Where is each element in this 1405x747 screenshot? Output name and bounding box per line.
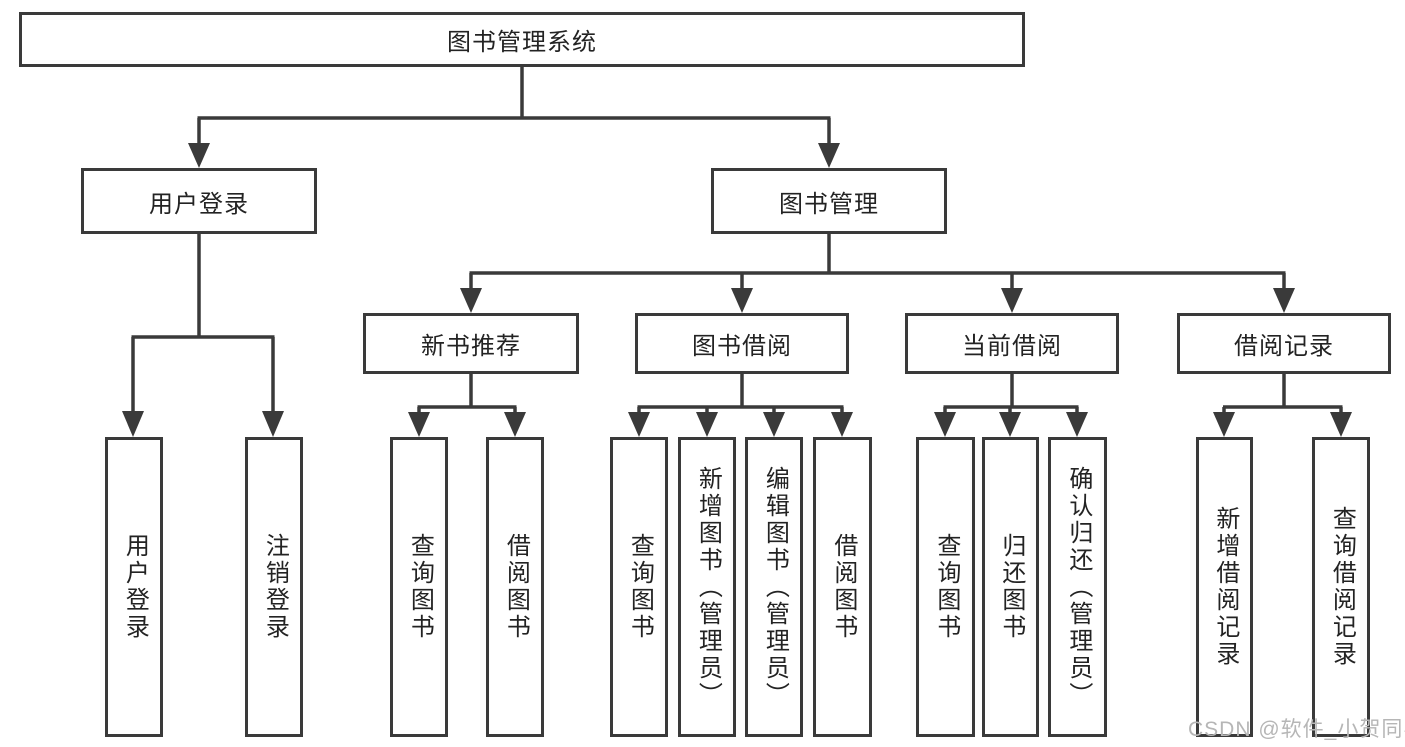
- leaf-borrow-books-recommend: 借阅图书: [486, 437, 544, 737]
- node-new-book-recommend: 新书推荐: [363, 313, 579, 374]
- leaf-query-books-current: 查询图书: [916, 437, 975, 737]
- leaf-user-login: 用户登录: [105, 437, 163, 737]
- leaf-logout: 注销登录: [245, 437, 303, 737]
- node-root-library-system: 图书管理系统: [19, 12, 1025, 67]
- leaf-query-borrow-record: 查询借阅记录: [1312, 437, 1370, 737]
- csdn-watermark: CSDN @软件_小贺同学: [1188, 718, 1405, 741]
- leaf-query-books-recommend: 查询图书: [390, 437, 448, 737]
- node-book-management: 图书管理: [711, 168, 947, 234]
- node-user-login: 用户登录: [81, 168, 317, 234]
- node-current-borrowing: 当前借阅: [905, 313, 1119, 374]
- leaf-edit-books-admin: 编辑图书（管理员）: [745, 437, 803, 737]
- leaf-borrow-books-borrowing: 借阅图书: [813, 437, 872, 737]
- node-book-borrowing: 图书借阅: [635, 313, 849, 374]
- leaf-confirm-return-admin: 确认归还（管理员）: [1048, 437, 1107, 737]
- arrowheads: [122, 143, 1352, 437]
- leaf-query-books-borrowing: 查询图书: [610, 437, 668, 737]
- leaf-add-books-admin: 新增图书（管理员）: [678, 437, 736, 737]
- leaf-return-books: 归还图书: [982, 437, 1039, 737]
- node-borrowing-records: 借阅记录: [1177, 313, 1391, 374]
- leaf-add-borrow-record: 新增借阅记录: [1196, 437, 1253, 737]
